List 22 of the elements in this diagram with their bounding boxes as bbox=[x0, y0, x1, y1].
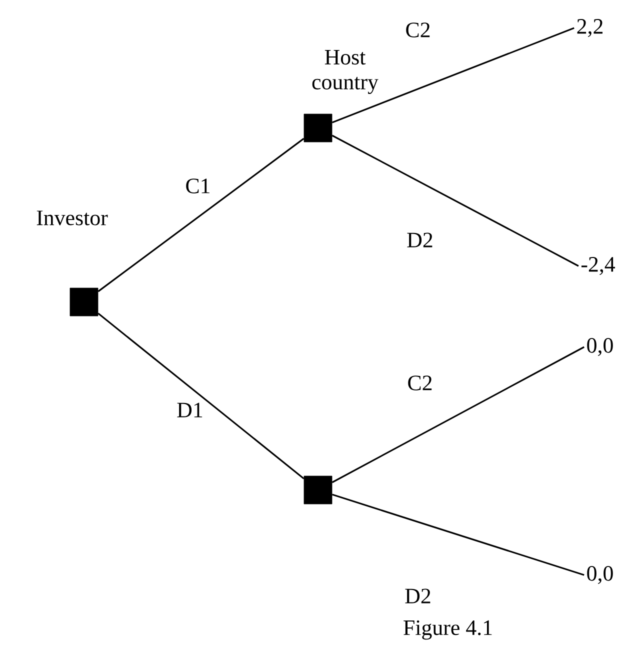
decision-node bbox=[70, 288, 98, 316]
edge-label: C2 bbox=[406, 22, 430, 38]
branch-line bbox=[98, 312, 304, 480]
payoff-label: 2,2 bbox=[577, 19, 602, 37]
branch-line bbox=[332, 134, 579, 267]
branch-line bbox=[332, 27, 574, 124]
decision-node bbox=[304, 114, 332, 142]
edge-label: D1 bbox=[177, 402, 202, 418]
payoff-label: -2,4 bbox=[581, 257, 616, 275]
payoff-label: 0,0 bbox=[587, 338, 613, 356]
payoff-label: 0,0 bbox=[587, 566, 613, 584]
edge-label: C1 bbox=[186, 178, 210, 194]
player-label: Investor bbox=[36, 210, 108, 226]
player-label: Host country bbox=[312, 50, 378, 94]
edge-label: C2 bbox=[408, 376, 432, 390]
edge-label: D2 bbox=[405, 588, 430, 604]
branch-line bbox=[332, 346, 584, 484]
branch-line bbox=[98, 138, 304, 292]
decision-node bbox=[304, 476, 332, 504]
edge-label: D2 bbox=[407, 232, 432, 248]
caption: Figure 4.1 bbox=[404, 620, 492, 640]
branch-line bbox=[332, 494, 584, 576]
